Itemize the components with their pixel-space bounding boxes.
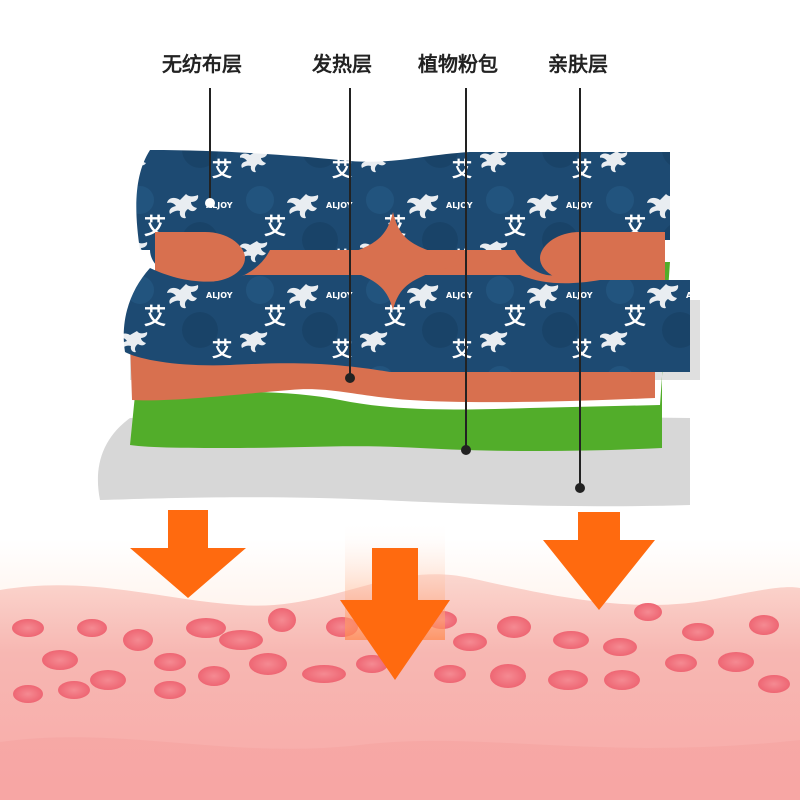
notch-right xyxy=(540,232,665,282)
layer-nonwoven-top xyxy=(136,150,670,285)
cell xyxy=(12,619,44,637)
arrow-right xyxy=(543,512,655,610)
cell xyxy=(123,629,153,651)
cell xyxy=(634,603,662,621)
cell xyxy=(434,665,466,683)
cell xyxy=(490,664,526,688)
cell xyxy=(603,638,637,656)
cell xyxy=(219,630,263,650)
cell xyxy=(77,619,107,637)
cell xyxy=(42,650,78,670)
cell xyxy=(604,670,640,690)
label-herbal: 植物粉包 xyxy=(418,52,498,76)
cell xyxy=(758,675,790,693)
cell xyxy=(665,654,697,672)
cell xyxy=(268,608,296,632)
cell xyxy=(453,633,487,651)
cell xyxy=(553,631,589,649)
arrow-left xyxy=(130,510,246,598)
label-heating: 发热层 xyxy=(312,52,372,76)
cell xyxy=(186,618,226,638)
notch-left xyxy=(155,232,245,282)
cell xyxy=(249,653,287,675)
cell xyxy=(356,655,388,673)
skin-cells xyxy=(12,603,790,703)
label-skin-contact: 亲肤层 xyxy=(548,52,608,76)
leader-dots xyxy=(205,198,585,493)
arrow-center xyxy=(340,548,450,680)
cell xyxy=(497,616,531,638)
layer-herbal xyxy=(130,262,670,451)
cell xyxy=(13,685,43,703)
cell xyxy=(682,623,714,641)
cell xyxy=(58,681,90,699)
cell xyxy=(548,670,588,690)
label-nonwoven: 无纺布层 xyxy=(162,52,242,76)
layer-nonwoven-bottom xyxy=(123,268,690,372)
cell xyxy=(718,652,754,672)
leader-lines xyxy=(209,88,581,488)
cell xyxy=(198,666,230,686)
cell xyxy=(749,615,779,635)
heat-window xyxy=(318,212,470,310)
cell xyxy=(90,670,126,690)
cell xyxy=(302,665,346,683)
heat-arrows xyxy=(130,510,655,680)
cell xyxy=(154,681,186,699)
cell xyxy=(154,653,186,671)
